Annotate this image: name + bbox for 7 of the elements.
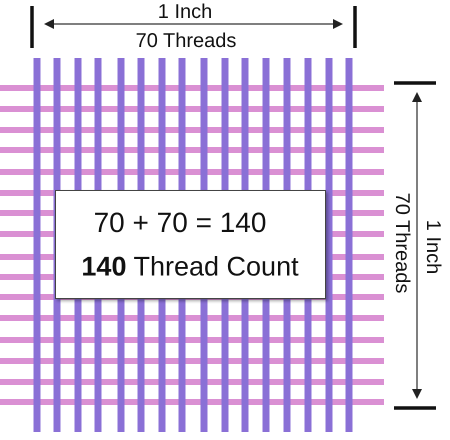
dimension-label: 70 Threads xyxy=(136,30,236,52)
dimension-label: 70 Threads xyxy=(391,192,413,294)
dimension-label: 1 Inch xyxy=(422,220,444,274)
thread-count-text: 140 Thread Count xyxy=(81,254,299,280)
info-panel xyxy=(55,190,326,299)
equation-text: 70 + 70 = 140 xyxy=(94,209,266,237)
dimension-label: 1 Inch xyxy=(158,1,212,23)
